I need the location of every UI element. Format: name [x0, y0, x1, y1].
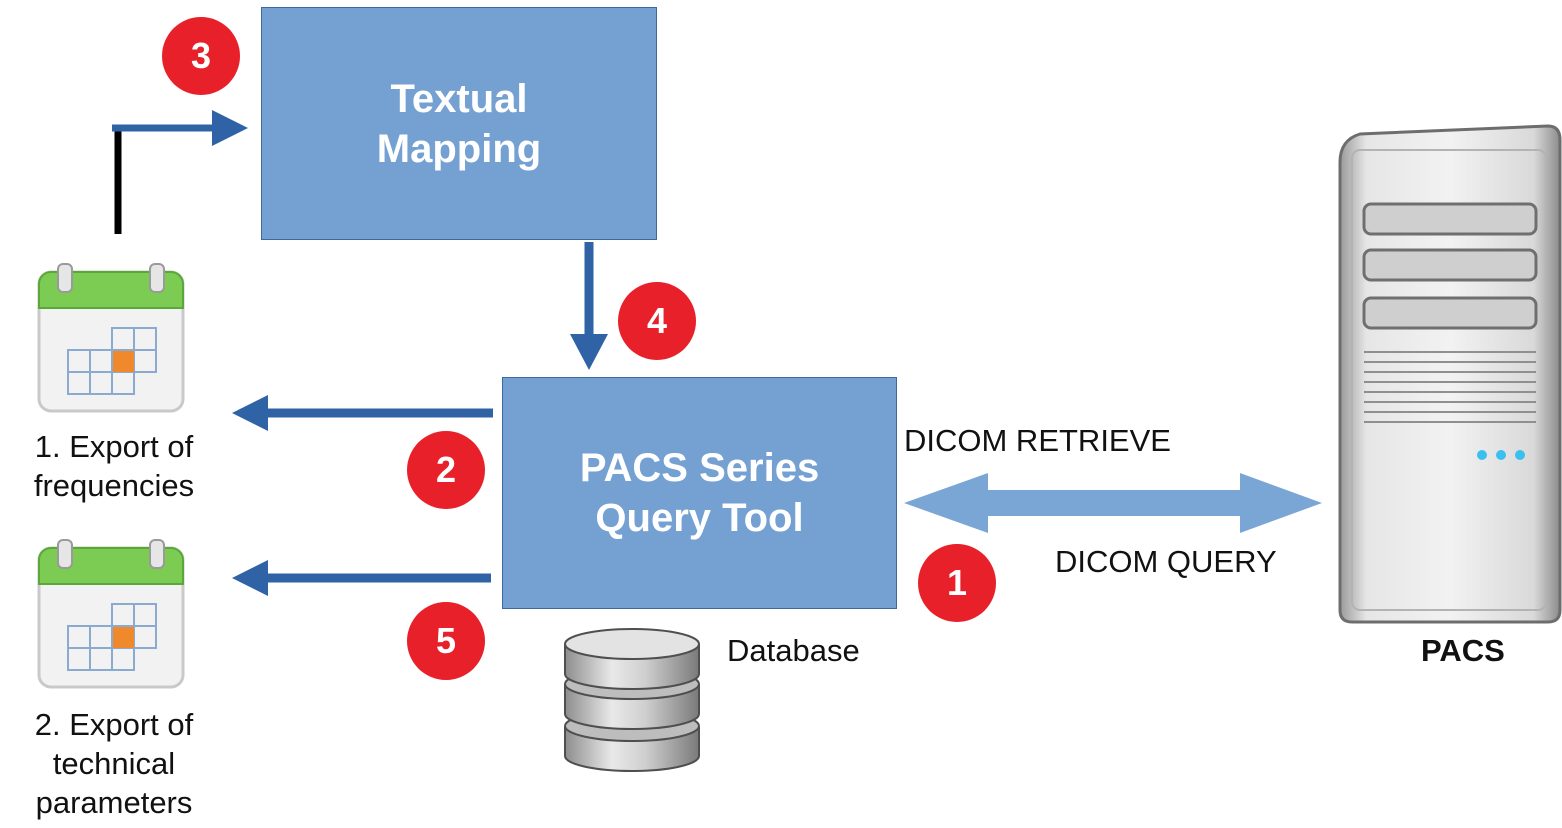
dicom-double-arrow: [904, 473, 1322, 533]
textual-mapping-label: Textual Mapping: [376, 76, 542, 171]
step-badge-2: 2: [407, 431, 485, 509]
step-badge-4: 4: [618, 282, 696, 360]
textual-mapping-box: Textual Mapping: [261, 7, 657, 240]
calendar-icon: [37, 263, 185, 413]
database-icon: [564, 628, 700, 772]
query-tool-label: PACS Series Query Tool: [579, 446, 820, 540]
database-label: Database: [727, 633, 860, 668]
export-frequencies-label: 1. Export of frequencies: [33, 429, 195, 503]
arrow-to-export-technical: [232, 560, 491, 596]
step-badge-1: 1: [918, 544, 996, 622]
step-badge-5: 5: [407, 602, 485, 680]
arrow-to-mapping: [112, 110, 248, 146]
step-badge-3: 3: [162, 17, 240, 95]
arrow-to-export-frequencies: [232, 395, 493, 431]
arrow-mapping-to-query: [570, 242, 608, 370]
export-technical-label: 2. Export of technical parameters: [34, 707, 194, 820]
pacs-label: PACS: [1421, 633, 1505, 668]
server-tower-icon: [1338, 124, 1562, 624]
dicom-retrieve-label: DICOM RETRIEVE: [904, 423, 1171, 458]
query-tool-box: PACS Series Query Tool: [502, 377, 897, 609]
calendar-icon: [37, 539, 185, 689]
dicom-query-label: DICOM QUERY: [1055, 544, 1277, 579]
